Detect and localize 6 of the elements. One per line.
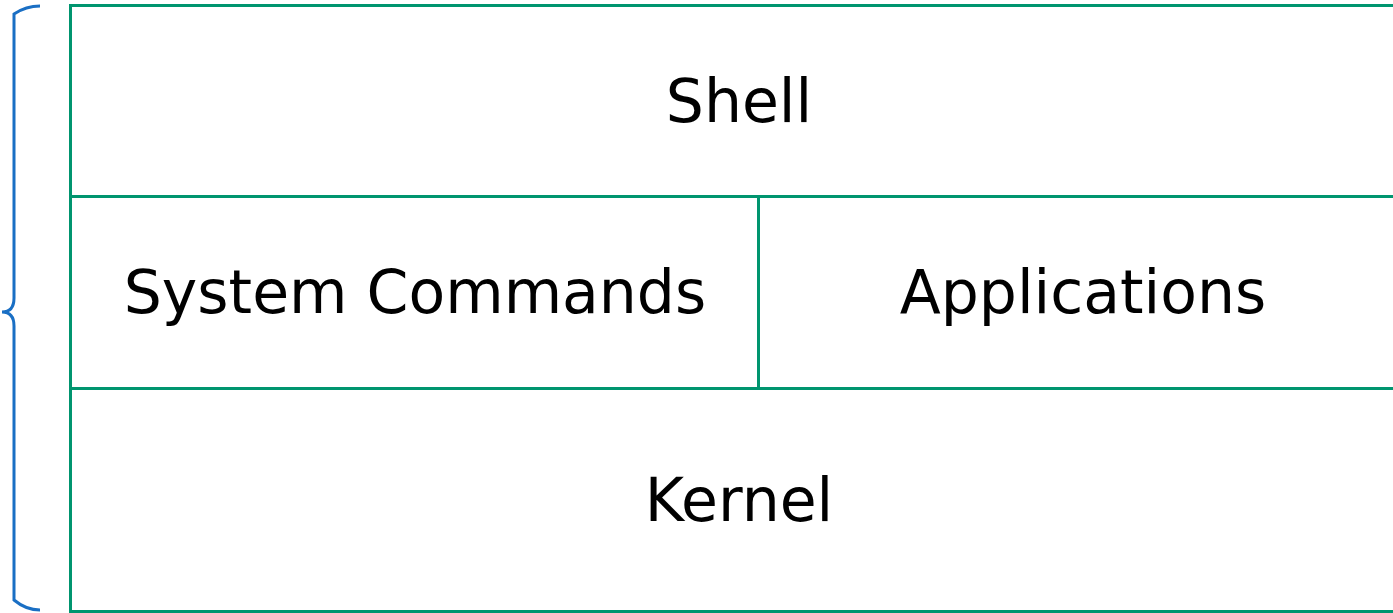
layer-label: Applications [899,256,1267,329]
layer-label: Shell [665,64,813,138]
layer-box [69,4,1393,198]
layer-label: Kernel [644,463,834,537]
layer-label: System Commands [123,256,707,329]
layer-box [69,387,1393,613]
